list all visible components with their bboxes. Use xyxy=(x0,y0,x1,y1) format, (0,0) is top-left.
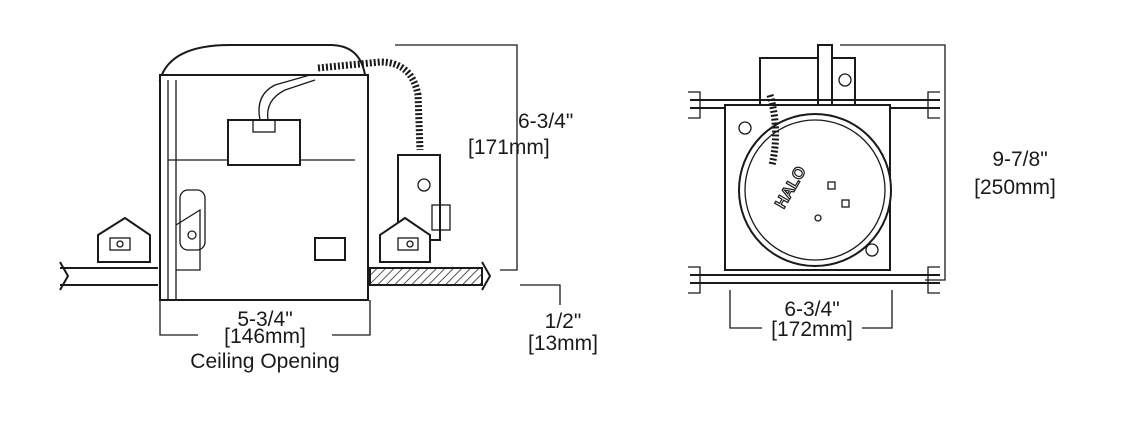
ceiling-left xyxy=(59,261,158,291)
ceiling-dim-line xyxy=(520,284,561,305)
opening-imperial: 5-3/4" xyxy=(237,308,292,331)
top-height-dim-line xyxy=(840,44,946,281)
left-mounting-clip xyxy=(97,216,151,263)
top-height-imperial: 9-7/8" xyxy=(992,148,1047,171)
top-width-metric: [172mm] xyxy=(771,318,853,341)
top-view-drawing: HALO xyxy=(688,44,946,329)
opening-metric: [146mm] xyxy=(224,325,306,348)
housing-body xyxy=(159,74,369,301)
top-width-imperial: 6-3/4" xyxy=(784,298,839,321)
top-height-metric: [250mm] xyxy=(974,176,1056,199)
ballast xyxy=(227,119,301,166)
bottom-bar-hanger xyxy=(690,274,940,284)
opening-caption: Ceiling Opening xyxy=(190,350,339,373)
side-height-metric: [171mm] xyxy=(468,136,550,159)
top-width-dim-line xyxy=(729,290,893,329)
right-mounting-clip xyxy=(379,216,431,263)
ceiling-right xyxy=(369,267,483,286)
side-view-drawing xyxy=(59,44,561,336)
clip xyxy=(314,237,346,261)
ceiling-imperial: 1/2" xyxy=(545,310,582,333)
side-height-imperial: 6-3/4" xyxy=(518,110,573,133)
aperture-ring xyxy=(738,113,892,267)
opening-dim-line xyxy=(159,300,371,336)
side-height-dim-line xyxy=(395,44,518,271)
ceiling-metric: [13mm] xyxy=(528,332,598,355)
top-flex-conduit xyxy=(766,94,780,166)
flex-conduit xyxy=(317,58,424,151)
